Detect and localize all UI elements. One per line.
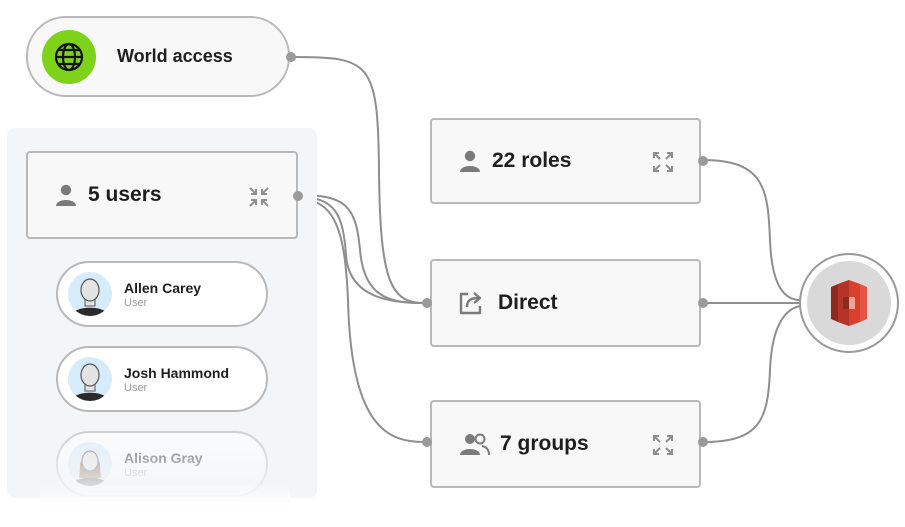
users-node-label: 5 users — [88, 183, 162, 206]
edge-users-to-direct-2 — [297, 196, 425, 304]
groups-node-port-out[interactable] — [698, 437, 708, 447]
share-icon — [458, 290, 484, 316]
groups-node-port-in[interactable] — [422, 437, 432, 447]
roles-node-label: 22 roles — [492, 149, 572, 172]
edge-world-to-direct — [290, 56, 425, 304]
world-access-label: World access — [117, 46, 233, 66]
expand-icon[interactable] — [652, 151, 674, 173]
user-card[interactable]: Josh Hammond User — [56, 346, 268, 412]
direct-node-port-in[interactable] — [422, 298, 432, 308]
avatar — [68, 357, 112, 401]
expand-icon[interactable] — [652, 434, 674, 456]
user-card[interactable]: Allen Carey User — [56, 261, 268, 327]
edge-roles-to-target — [702, 159, 801, 301]
person-icon — [54, 184, 78, 206]
direct-node[interactable]: Direct — [430, 259, 701, 347]
aws-s3-icon — [826, 277, 872, 329]
s3-bucket-node[interactable] — [799, 253, 899, 353]
roles-node-port[interactable] — [698, 156, 708, 166]
group-icon — [458, 433, 490, 455]
person-icon — [458, 150, 482, 172]
user-name: Alison Gray — [124, 449, 203, 466]
user-role: User — [124, 381, 148, 394]
collapse-icon[interactable] — [248, 186, 270, 208]
user-name: Josh Hammond — [124, 364, 230, 381]
avatar — [68, 442, 112, 486]
user-card[interactable]: Alison Gray User — [56, 431, 268, 497]
groups-node-label: 7 groups — [500, 432, 589, 455]
edge-users-to-groups — [297, 198, 425, 443]
users-node[interactable]: 5 users — [26, 151, 298, 239]
user-role: User — [124, 466, 148, 479]
edge-groups-to-target — [702, 305, 801, 443]
world-access-port[interactable] — [286, 52, 296, 62]
user-role: User — [124, 296, 148, 309]
world-access-node[interactable]: World access — [26, 16, 290, 97]
direct-node-port-out[interactable] — [698, 298, 708, 308]
user-name: Allen Carey — [124, 279, 202, 296]
groups-node[interactable]: 7 groups — [430, 400, 701, 488]
users-node-port[interactable] — [293, 191, 303, 201]
roles-node[interactable]: 22 roles — [430, 118, 701, 204]
direct-node-label: Direct — [498, 291, 558, 314]
globe-icon — [42, 29, 96, 84]
avatar — [68, 272, 112, 316]
